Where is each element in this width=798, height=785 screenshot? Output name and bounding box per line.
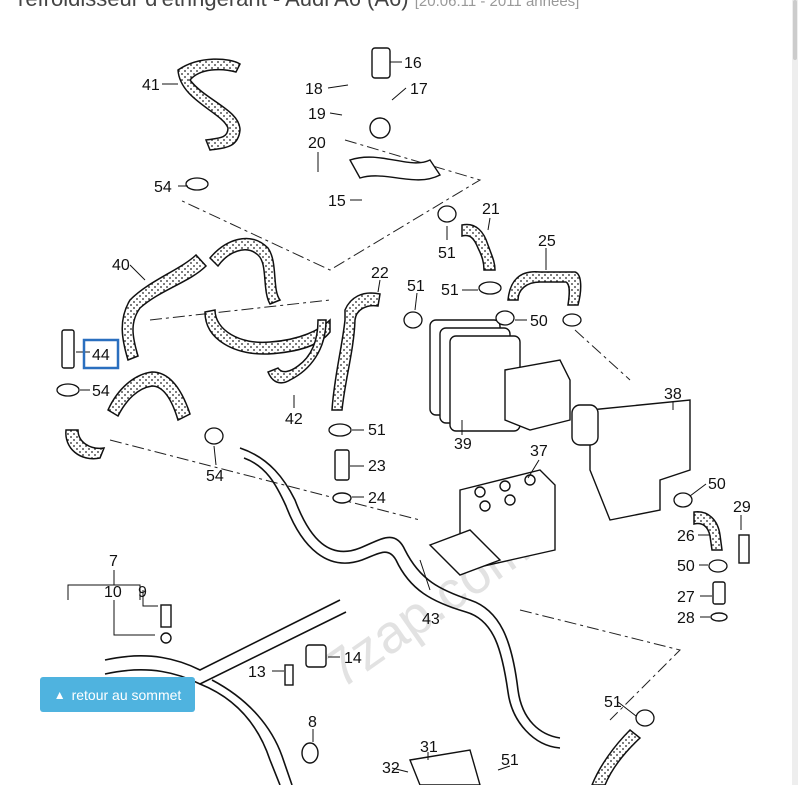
fitting-44 (61, 329, 75, 369)
part-label-14[interactable]: 14 (344, 650, 362, 667)
connector-15 (348, 156, 442, 181)
part-label-51-bottom-right[interactable]: 51 (604, 694, 622, 711)
chevron-up-icon: ▲ (53, 687, 66, 702)
part-label-51-right[interactable]: 51 (441, 282, 459, 299)
part-label-25[interactable]: 25 (538, 233, 556, 250)
part-label-51-mid[interactable]: 51 (407, 278, 425, 295)
part-label-17[interactable]: 17 (410, 81, 428, 98)
part-label-29[interactable]: 29 (733, 499, 751, 516)
hose-22 (331, 292, 381, 411)
part-label-37[interactable]: 37 (530, 443, 548, 460)
page-title: refroidisseur d'étringerant - Audi A6 (A… (18, 0, 579, 12)
part-label-54-top[interactable]: 54 (154, 179, 172, 196)
part-label-54-left[interactable]: 54 (92, 383, 110, 400)
part-label-51-lower[interactable]: 51 (368, 422, 386, 439)
hose-40b (208, 237, 282, 305)
part-label-13[interactable]: 13 (248, 664, 266, 681)
hose-25 (507, 271, 582, 306)
sensor-16 (371, 47, 391, 79)
part-label-39[interactable]: 39 (454, 436, 472, 453)
back-to-top-button[interactable]: ▲ retour au sommet (40, 677, 195, 712)
hoses (65, 58, 723, 785)
part-label-20[interactable]: 20 (308, 135, 326, 152)
bracket-38 (589, 399, 691, 521)
part-label-50-right[interactable]: 50 (708, 476, 726, 493)
part-label-26[interactable]: 26 (677, 528, 695, 545)
part-label-9[interactable]: 9 (138, 584, 147, 601)
page-title-text: refroidisseur d'étringerant - Audi A6 (A… (18, 0, 409, 11)
hose-21 (461, 223, 496, 271)
clamps (56, 177, 728, 727)
part-label-21[interactable]: 21 (482, 201, 500, 218)
part-label-50-top[interactable]: 50 (530, 313, 548, 330)
part-labels[interactable]: 16 17 18 19 20 15 21 51 41 54 40 44 54 4… (92, 55, 751, 777)
fitting-23 (334, 449, 350, 481)
highlight-box-44 (82, 338, 120, 370)
hose-lower-left (107, 371, 191, 422)
lower-pipe (104, 599, 347, 785)
dashed-leaders (109, 139, 681, 721)
hose-51-bottom (591, 728, 642, 785)
part-label-23[interactable]: 23 (368, 458, 386, 475)
components (61, 47, 750, 785)
back-to-top-label: retour au sommet (71, 686, 182, 703)
part-label-19[interactable]: 19 (308, 106, 326, 123)
hose-26 (693, 511, 723, 551)
part-label-38[interactable]: 38 (664, 386, 682, 403)
pipe-43 (239, 447, 561, 749)
part-label-27[interactable]: 27 (677, 589, 695, 606)
part-label-24[interactable]: 24 (368, 490, 386, 507)
part-label-10[interactable]: 10 (104, 584, 122, 601)
part-label-54-bottom[interactable]: 54 (206, 468, 224, 485)
part-label-43[interactable]: 43 (422, 611, 440, 628)
page-title-meta: [20.06.11 - 2011 années] (414, 0, 580, 10)
part-label-51-bottom[interactable]: 51 (501, 752, 519, 769)
part-label-50-lower[interactable]: 50 (677, 558, 695, 575)
part-label-42[interactable]: 42 (285, 411, 303, 428)
part-label-32[interactable]: 32 (382, 760, 400, 777)
part-label-44[interactable]: 44 (92, 347, 110, 364)
hose-40 (121, 253, 208, 362)
part-label-18[interactable]: 18 (305, 81, 323, 98)
hose-54-left (65, 429, 106, 460)
part-label-15[interactable]: 15 (328, 193, 346, 210)
hose-42 (204, 309, 331, 355)
hose-41 (177, 58, 241, 151)
label-leaders (67, 61, 742, 773)
scrollbar-thumb[interactable] (793, 0, 797, 60)
part-label-8[interactable]: 8 (308, 714, 317, 731)
part-label-22[interactable]: 22 (371, 265, 389, 282)
hose-42b (267, 319, 327, 384)
part-label-7[interactable]: 7 (109, 553, 118, 570)
scrollbar[interactable] (792, 0, 798, 785)
part-label-16[interactable]: 16 (404, 55, 422, 72)
part-label-41[interactable]: 41 (142, 77, 160, 94)
part-label-28[interactable]: 28 (677, 610, 695, 627)
part-label-31[interactable]: 31 (420, 739, 438, 756)
part-label-51-top[interactable]: 51 (438, 245, 456, 262)
part-label-40[interactable]: 40 (112, 257, 130, 274)
